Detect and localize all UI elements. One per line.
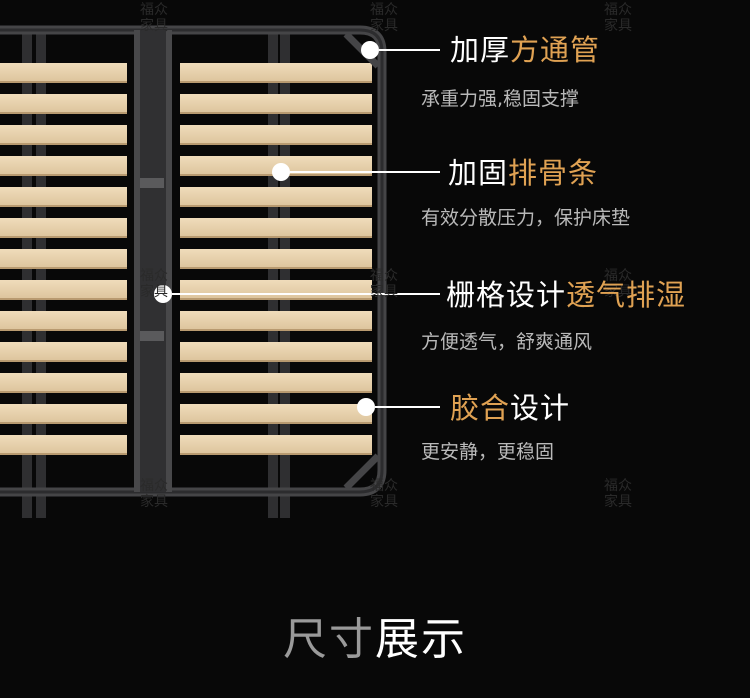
wood-slat	[180, 63, 372, 83]
callout-dot-3	[154, 285, 172, 303]
watermark: 福众家具	[140, 2, 168, 34]
wood-slat	[0, 373, 127, 393]
watermark: 福众家具	[604, 2, 632, 34]
wood-slat	[0, 125, 127, 145]
wood-slat	[0, 94, 127, 114]
wood-slat	[180, 373, 372, 393]
watermark: 福众家具	[370, 478, 398, 510]
wood-slat	[180, 125, 372, 145]
steel-tube-frame	[0, 25, 387, 497]
feature-subtitle-grid-ventilation: 方便透气，舒爽通风	[421, 331, 593, 353]
wood-slat	[180, 218, 372, 238]
feature-title-grid-ventilation: 栅格设计透气排湿	[446, 278, 687, 312]
callout-dot-4	[357, 398, 375, 416]
wood-slat	[180, 94, 372, 114]
watermark: 福众家具	[604, 268, 632, 300]
wood-slat	[0, 63, 127, 83]
watermark: 福众家具	[604, 478, 632, 510]
feature-title-glued-design: 胶合设计	[450, 391, 571, 425]
wood-slat	[0, 342, 127, 362]
wood-slat	[180, 404, 372, 424]
wood-slat	[0, 404, 127, 424]
wood-slat	[0, 311, 127, 331]
watermark: 福众家具	[370, 268, 398, 300]
wood-slat	[180, 280, 372, 300]
section-heading-dimensions: 尺寸展示	[283, 614, 467, 665]
feature-title-reinforced-slats: 加固排骨条	[448, 156, 599, 190]
wood-slat	[0, 280, 127, 300]
callout-dot-2	[272, 163, 290, 181]
wood-slat	[180, 435, 372, 455]
feature-subtitle-reinforced-slats: 有效分散压力，保护床垫	[421, 207, 631, 229]
watermark: 福众家具	[370, 2, 398, 34]
callout-dot-1	[361, 41, 379, 59]
wood-slat	[180, 342, 372, 362]
frame-leg	[268, 28, 278, 518]
callout-markers	[154, 41, 440, 416]
feature-title-thick-tube: 加厚方通管	[450, 33, 601, 67]
watermark: 福众家具	[140, 478, 168, 510]
wood-slat	[180, 249, 372, 269]
frame-leg	[22, 28, 32, 518]
wood-slat	[0, 156, 127, 176]
feature-subtitle-thick-tube: 承重力强,稳固支撑	[421, 88, 580, 110]
wood-slat	[0, 218, 127, 238]
wood-slat	[180, 187, 372, 207]
watermark: 福众家具	[140, 268, 168, 300]
feature-subtitle-glued-design: 更安静，更稳固	[421, 441, 555, 463]
wood-slat	[0, 187, 127, 207]
wooden-slats	[0, 63, 372, 455]
wood-slat	[180, 311, 372, 331]
frame-leg	[36, 28, 46, 518]
wood-slat	[0, 435, 127, 455]
frame-leg	[280, 28, 290, 518]
frame-legs	[22, 28, 290, 518]
wood-slat	[0, 249, 127, 269]
